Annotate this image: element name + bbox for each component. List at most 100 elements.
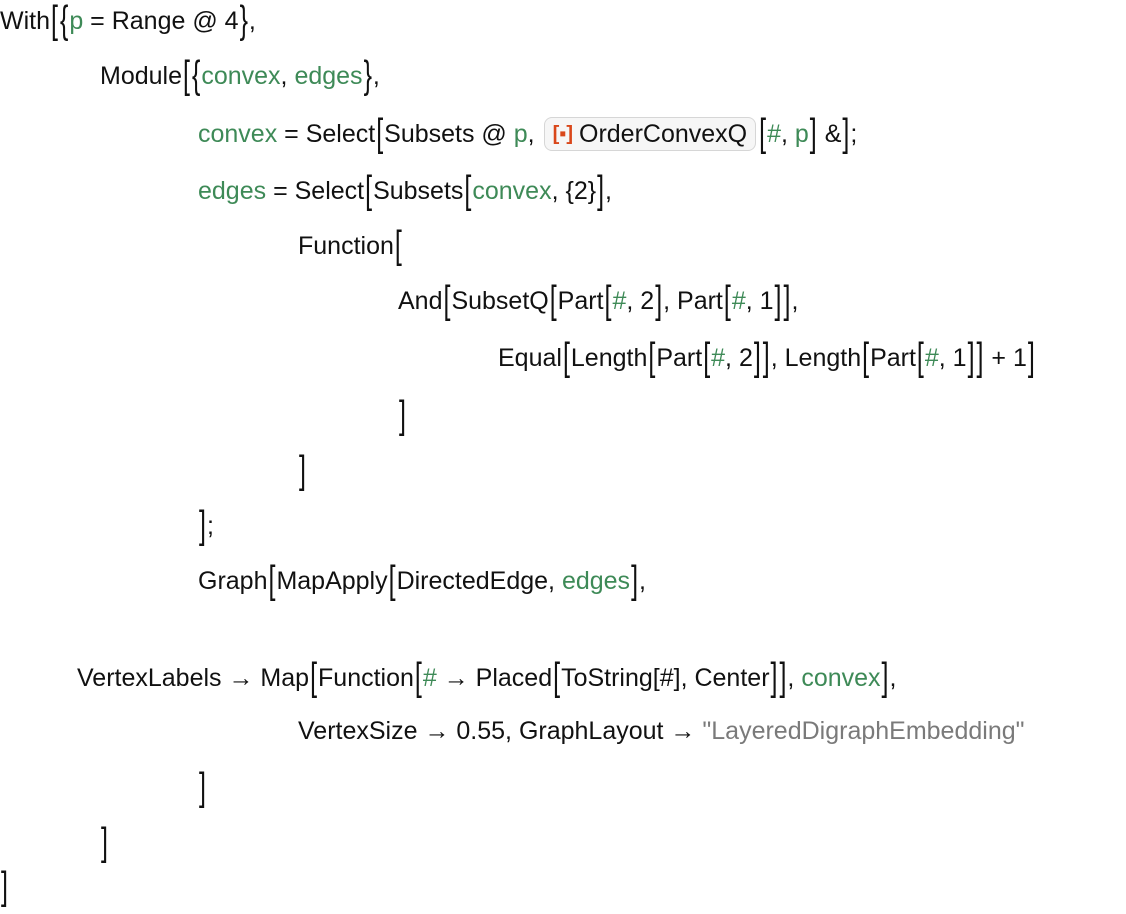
code-token: Part [870, 343, 916, 372]
bracket-token: ] [1, 864, 8, 908]
code-line: ] [398, 391, 407, 441]
code-token: Function [318, 663, 414, 692]
code-token: ; [850, 119, 858, 148]
variable-token: edges [198, 176, 267, 205]
bracket-token: [ [723, 278, 731, 322]
bracket-token: ] [842, 111, 850, 155]
variable-token: convex [198, 119, 278, 148]
bracket-token: ] [753, 335, 761, 379]
bracket-token: } [239, 0, 248, 42]
variable-token: p [513, 119, 528, 148]
code-token: With [0, 6, 50, 35]
bracket-token: [ [916, 335, 924, 379]
code-line: Graph[MapApply[DirectedEdge, edges], [198, 556, 646, 606]
code-token: , [780, 119, 795, 148]
code-token: ToString[#], Center [561, 663, 770, 692]
bracket-token: ] [976, 335, 984, 379]
variable-token: # [612, 286, 627, 315]
bracket-token: { [191, 53, 201, 97]
code-line: With[{p = Range @ 4}, [0, 0, 256, 46]
code-line: Equal[Length[Part[#, 2]], Length[Part[#,… [498, 333, 1036, 383]
code-token: + 1 [984, 343, 1027, 372]
code-line: Module[{convex, edges}, [100, 51, 380, 101]
code-token: = Select [266, 176, 365, 205]
bracket-token: [ [268, 558, 276, 602]
variable-token: convex [472, 176, 552, 205]
variable-token: # [767, 119, 781, 148]
bracket-token: [ [414, 655, 422, 699]
code-token: , 2 [626, 286, 655, 315]
code-line: Function[ [298, 221, 403, 271]
code-line: ] [198, 763, 207, 813]
bracket-token: [ [648, 335, 656, 379]
variable-token: edges [561, 566, 631, 595]
code-token: Equal [498, 343, 562, 372]
variable-token: p [69, 6, 84, 35]
bracket-token: [ [183, 53, 190, 97]
code-token: , [791, 286, 799, 315]
code-token: Module [100, 61, 182, 90]
variable-token: convex [201, 61, 281, 90]
code-line: edges = Select[Subsets[convex, {2}], [198, 166, 612, 216]
bracket-token: [ [464, 168, 472, 212]
bracket-token: { [59, 0, 69, 42]
code-token: Part [557, 286, 604, 315]
bracket-token: ] [199, 503, 206, 547]
variable-token: # [422, 663, 437, 692]
bracket-token: ] [199, 765, 206, 809]
bracket-token: ] [809, 111, 817, 155]
code-token: & [817, 119, 842, 148]
bracket-token: [ [443, 278, 451, 322]
code-token: , [372, 61, 380, 90]
code-token: Part [656, 343, 703, 372]
code-token: , Part [663, 286, 723, 315]
code-token: VertexLabels → Map [77, 663, 310, 692]
code-token: SubsetQ [451, 286, 549, 315]
bracket-token: ] [881, 655, 889, 699]
code-line: VertexSize → 0.55, GraphLayout → "Layere… [298, 706, 1025, 756]
variable-token: # [924, 343, 939, 372]
code-line: And[SubsetQ[Part[#, 2], Part[#, 1]], [398, 276, 798, 326]
bracket-token: ] [399, 393, 406, 437]
code-token: Length [570, 343, 648, 372]
bracket-token: [ [51, 0, 58, 42]
bracket-token: ] [779, 655, 787, 699]
bracket-token: ] [774, 278, 782, 322]
bracket-token: ] [299, 448, 306, 492]
bracket-token: [ [310, 655, 318, 699]
code-token: , [248, 6, 256, 35]
code-token: And [398, 286, 443, 315]
string-token: "LayeredDigraphEmbedding" [702, 716, 1025, 745]
code-token: = Range @ 4 [83, 6, 239, 35]
code-token: , {2} [551, 176, 597, 205]
code-token: , [280, 61, 295, 90]
code-token: → Placed [436, 663, 553, 692]
bracket-token: [ [549, 278, 557, 322]
variable-token: convex [801, 663, 881, 692]
variable-token: p [794, 119, 809, 148]
code-line: ]; [198, 501, 214, 551]
bracket-token: [ [703, 335, 711, 379]
resource-function-badge[interactable]: [▪] OrderConvexQ [543, 117, 757, 151]
code-token: , [787, 663, 802, 692]
bracket-token: [ [388, 558, 396, 602]
code-token: , 1 [938, 343, 967, 372]
bracket-token: ] [967, 335, 975, 379]
code-token: MapApply [276, 566, 388, 595]
code-token: DirectedEdge, [396, 566, 562, 595]
variable-token: # [711, 343, 726, 372]
bracket-token: } [363, 53, 372, 97]
code-line: ] [298, 446, 307, 496]
bracket-token: ] [770, 655, 778, 699]
code-token: , 1 [745, 286, 774, 315]
resource-function-icon: [▪] [552, 122, 573, 145]
bracket-token: [ [759, 111, 767, 155]
bracket-token: [ [394, 223, 402, 267]
code-token: Function [298, 231, 394, 260]
bracket-token: [ [365, 168, 373, 212]
resource-function-name: OrderConvexQ [579, 119, 748, 148]
code-token: , [889, 663, 897, 692]
bracket-token: [ [604, 278, 612, 322]
code-token: , [605, 176, 612, 205]
code-token: Graph [198, 566, 268, 595]
